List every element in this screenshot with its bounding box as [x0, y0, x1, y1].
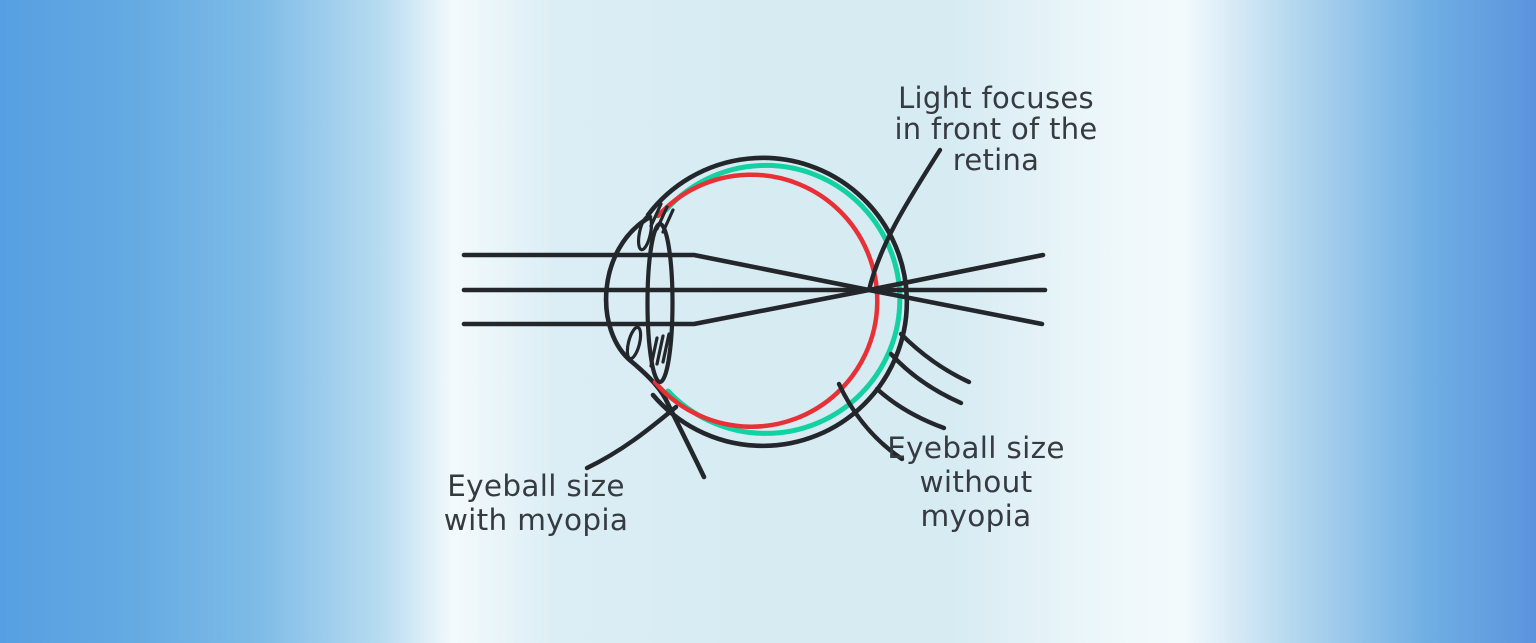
ciliary-body-top	[636, 202, 675, 252]
ciliary-body-bottom	[625, 325, 671, 368]
pointer-without-myopia	[836, 381, 905, 462]
cornea-arc	[603, 214, 707, 480]
pointer-light-focus	[866, 147, 943, 293]
pointer-with-myopia	[584, 404, 679, 471]
optic-nerve	[874, 331, 972, 431]
retina-without-myopia-arc	[652, 172, 880, 429]
label-eyeball-size-with-myopia: Eyeball size with myopia	[443, 469, 629, 537]
label-eyeball-size-without-myopia: Eyeball size without myopia	[887, 431, 1065, 533]
light-rays	[461, 252, 1048, 327]
eyeball-outline	[645, 155, 910, 449]
label-light-focuses-in-front-of-retina: Light focuses in front of the retina	[894, 81, 1098, 177]
retina-with-myopia-arc	[663, 162, 903, 436]
